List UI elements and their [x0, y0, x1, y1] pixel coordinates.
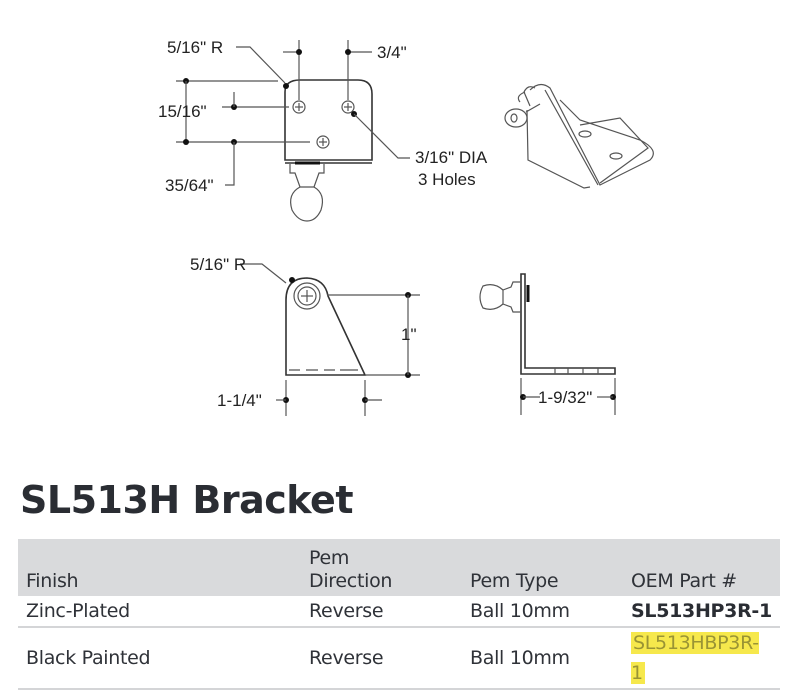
header-pem-type: Pem Type [462, 539, 623, 596]
bracket-technical-drawing: 3/4" 5/16" R 15/16" 35/64" 3/16" DIA 3 H… [158, 38, 654, 416]
dim-height: 1" [401, 325, 417, 344]
cell-finish: Zinc-Plated [18, 596, 301, 628]
top-view: 3/4" 5/16" R 15/16" 35/64" 3/16" DIA 3 H… [158, 38, 488, 222]
dim-side-corner-radius: 5/16" R [190, 255, 246, 274]
header-pem-direction-line2: Direction [309, 570, 393, 592]
ball-stud [290, 186, 324, 222]
oem-part-number-highlighted: SL513HBP3R-1 [631, 632, 759, 684]
cell-oem-part: SL513HBP3R-1 [623, 627, 780, 690]
oem-part-number: SL513HP3R-1 [631, 600, 772, 622]
isometric-view [504, 83, 654, 189]
dim-corner-radius: 5/16" R [167, 38, 223, 57]
cell-finish: Black Painted [18, 627, 301, 690]
cell-pem-direction: Reverse [301, 596, 462, 628]
dim-hole-count: 3 Holes [418, 170, 476, 189]
dim-leg-length: 1-9/32" [538, 388, 592, 407]
header-finish: Finish [18, 539, 301, 596]
hole-icon [292, 100, 306, 114]
dim-hole-diameter: 3/16" DIA [415, 148, 488, 167]
table-row: Black Painted Reverse Ball 10mm SL513HBP… [18, 627, 780, 690]
header-oem-part: OEM Part # [623, 539, 780, 596]
cell-pem-direction: Reverse [301, 627, 462, 690]
end-view: 1-9/32" [479, 273, 616, 415]
dim-hole-spacing-vertical: 15/16" [158, 102, 207, 121]
pem-stud [289, 164, 325, 188]
cell-pem-type: Ball 10mm [462, 627, 623, 690]
dim-hole-spacing-horizontal: 3/4" [377, 43, 407, 62]
side-view: 1" 5/16" R 1-1/4" [190, 255, 420, 416]
header-pem-direction-line1: Pem [309, 547, 350, 569]
cell-pem-type: Ball 10mm [462, 596, 623, 628]
hole-icon [341, 100, 355, 114]
table-row: Zinc-Plated Reverse Ball 10mm SL513HP3R-… [18, 596, 780, 628]
dim-bottom-hole-offset: 35/64" [165, 176, 214, 195]
product-title: SL513H Bracket [20, 478, 354, 522]
cell-oem-part: SL513HP3R-1 [623, 596, 780, 628]
hole-icon [316, 135, 330, 149]
dim-base-width: 1-1/4" [217, 391, 262, 410]
top-view-plate [284, 79, 373, 161]
